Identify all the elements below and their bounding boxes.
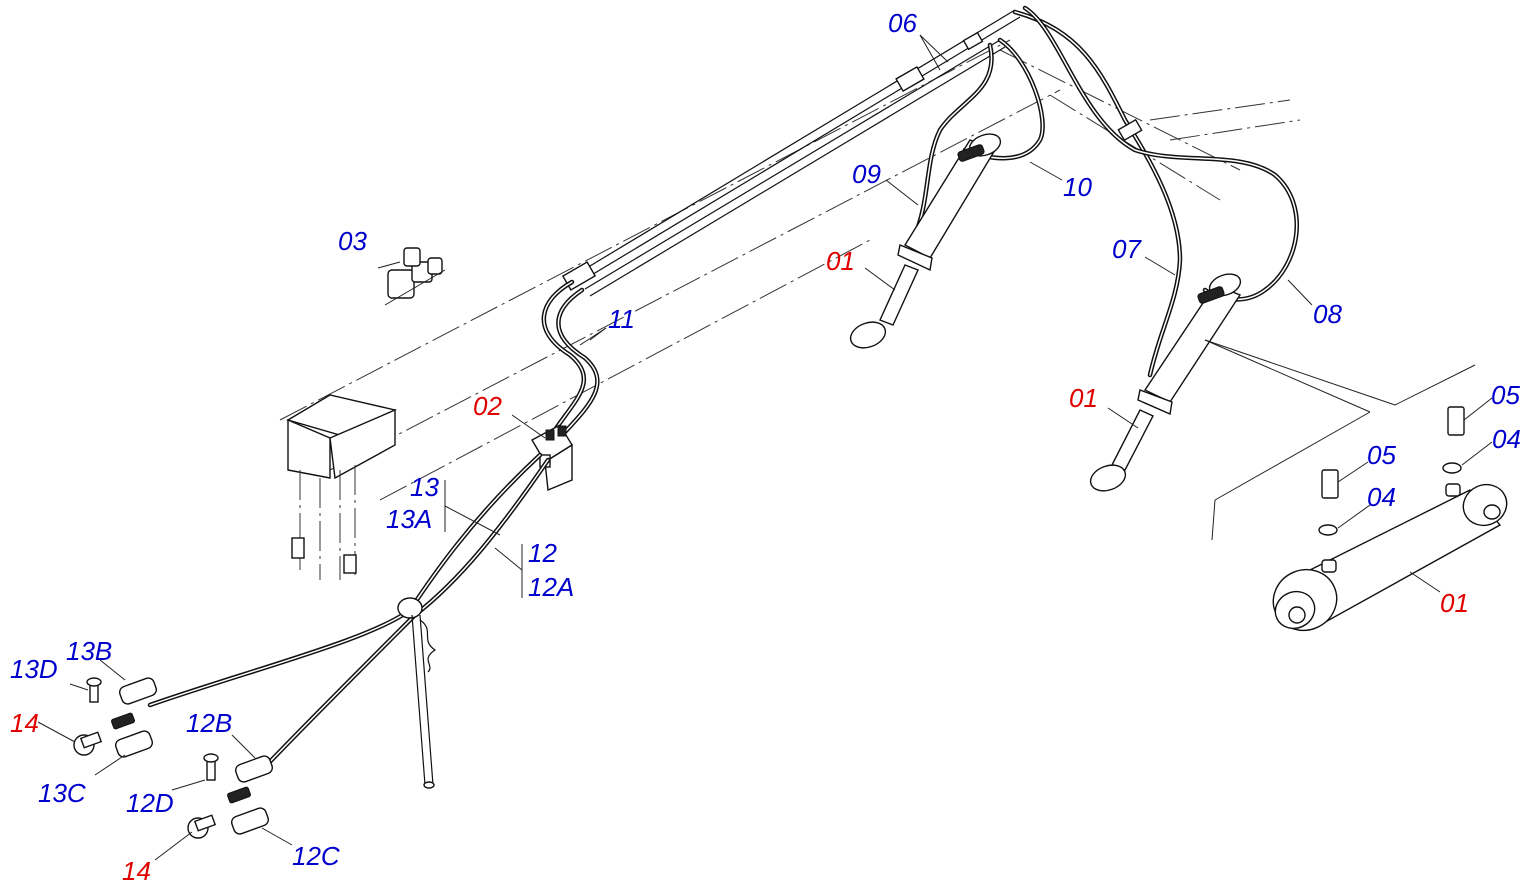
label-08: 08 — [1313, 299, 1342, 329]
label-07: 07 — [1112, 234, 1142, 264]
hose-13-and-12 — [147, 452, 551, 789]
hose-11-pair — [541, 279, 600, 435]
label-05-right: 05 — [1491, 380, 1520, 410]
leaders-misc — [444, 327, 607, 598]
label-12b: 12B — [186, 708, 232, 738]
label-14-bottom: 14 — [122, 856, 151, 886]
hydraulic-tubes — [561, 9, 1021, 297]
label-13: 13 — [410, 472, 439, 502]
beam-end-bracket — [286, 394, 397, 580]
label-13d: 13D — [10, 654, 58, 684]
label-14-top: 14 — [10, 708, 39, 738]
label-01-upper-left: 01 — [826, 246, 855, 276]
label-13b: 13B — [66, 636, 112, 666]
label-03: 03 — [338, 226, 367, 256]
tee-fitting-03 — [377, 247, 446, 306]
coupler-set-12 — [154, 734, 293, 861]
label-01-detail: 01 — [1440, 588, 1469, 618]
cylinder-detail — [1272, 397, 1508, 632]
label-12c: 12C — [292, 841, 340, 871]
label-02: 02 — [473, 391, 502, 421]
label-10: 10 — [1063, 172, 1092, 202]
cylinder-upper-right — [1089, 273, 1476, 541]
cylinder-upper-left — [849, 133, 1002, 349]
coupler-set-13 — [37, 659, 158, 776]
label-12a: 12A — [528, 572, 574, 602]
part-labels: 06 03 09 10 01 07 08 11 02 01 05 04 05 0… — [10, 8, 1521, 886]
label-12: 12 — [528, 538, 557, 568]
label-05-left: 05 — [1367, 440, 1396, 470]
label-01-upper-right: 01 — [1069, 383, 1098, 413]
label-06: 06 — [888, 8, 917, 38]
hoses-upper — [885, 5, 1313, 378]
label-12d: 12D — [126, 788, 174, 818]
label-13a: 13A — [386, 504, 432, 534]
label-09: 09 — [852, 159, 881, 189]
valve-block-02 — [511, 414, 573, 492]
label-11: 11 — [608, 304, 635, 334]
label-04-right: 04 — [1492, 424, 1521, 454]
label-13c: 13C — [38, 778, 86, 808]
label-04-left: 04 — [1367, 482, 1396, 512]
